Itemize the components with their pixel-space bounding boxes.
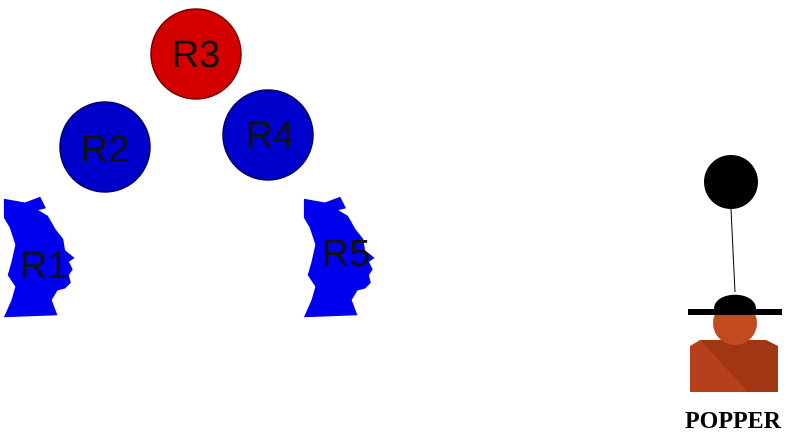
node-r3: R3 [150,8,242,100]
node-r2-circle [59,101,151,193]
node-r4-circle [222,89,314,181]
popper-caption: POPPER [685,408,782,434]
hat-icon [714,294,756,309]
balloon-string [730,208,736,293]
node-r1: R1 [3,196,75,318]
node-r2-label: R2 [81,129,130,171]
popper-body-icon [690,340,778,392]
node-r4: R4 [222,89,314,181]
node-r3-circle [150,8,242,100]
node-r5: R5 [303,196,375,318]
balloon-icon [704,155,758,209]
popper-figure: POPPER [685,155,782,434]
node-r1-label: R1 [20,245,69,287]
node-r5-label: R5 [322,233,371,275]
node-r4-label: R4 [246,115,295,157]
hat-brim-icon [688,309,782,315]
node-r3-label: R3 [172,34,221,76]
node-r2: R2 [59,101,151,193]
